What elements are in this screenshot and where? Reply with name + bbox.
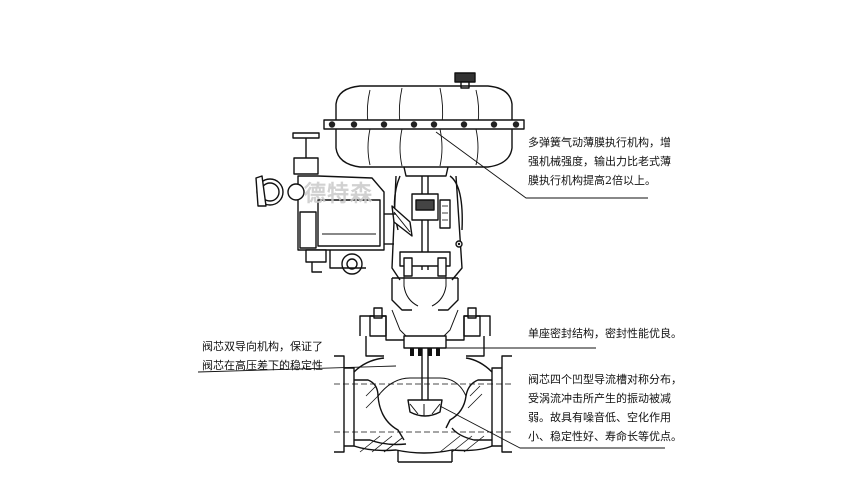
annotation-plug-grooves-line-4: 小、稳定性好、寿命长等优点。 (528, 430, 682, 443)
annotation-actuator-line-1: 多弹簧气动薄膜执行机构，增 (528, 136, 671, 149)
annotation-actuator-line-3: 膜执行机构提高2倍以上。 (528, 174, 656, 187)
annotation-plug-guide-line-1: 阀芯双导向机构，保证了 (202, 340, 323, 353)
valve-body (334, 348, 512, 463)
bonnet (359, 251, 491, 357)
annotation-plug-grooves-line-2: 受涡流冲击所产生的振动被减 (528, 392, 671, 405)
annotation-plug-grooves: 阀芯四个凹型导流槽对称分布， 受涡流冲击所产生的振动被减 弱。故具有噪音低、空化… (528, 370, 682, 446)
annotation-seat-seal: 单座密封结构，密封性能优良。 (528, 324, 682, 343)
annotation-plug-grooves-line-3: 弱。故具有噪音低、空化作用 (528, 411, 671, 424)
annotation-seat-seal-line-1: 单座密封结构，密封性能优良。 (528, 327, 682, 340)
annotation-actuator: 多弹簧气动薄膜执行机构，增 强机械强度，输出力比老式薄 膜执行机构提高2倍以上。 (528, 133, 671, 190)
annotation-plug-guide: 阀芯双导向机构，保证了 阀芯在高压差下的稳定性 (202, 337, 323, 375)
yoke (391, 175, 463, 281)
actuator-housing (323, 72, 525, 177)
annotation-plug-grooves-line-1: 阀芯四个凹型导流槽对称分布， (528, 373, 682, 386)
valve-positioner (255, 132, 396, 275)
annotation-plug-guide-line-2: 阀芯在高压差下的稳定性 (202, 359, 323, 372)
watermark-text: 德特森 (304, 181, 373, 207)
annotation-actuator-line-2: 强机械强度，输出力比老式薄 (528, 155, 671, 168)
leader-lines (197, 131, 665, 449)
flange-bolts (328, 121, 520, 128)
